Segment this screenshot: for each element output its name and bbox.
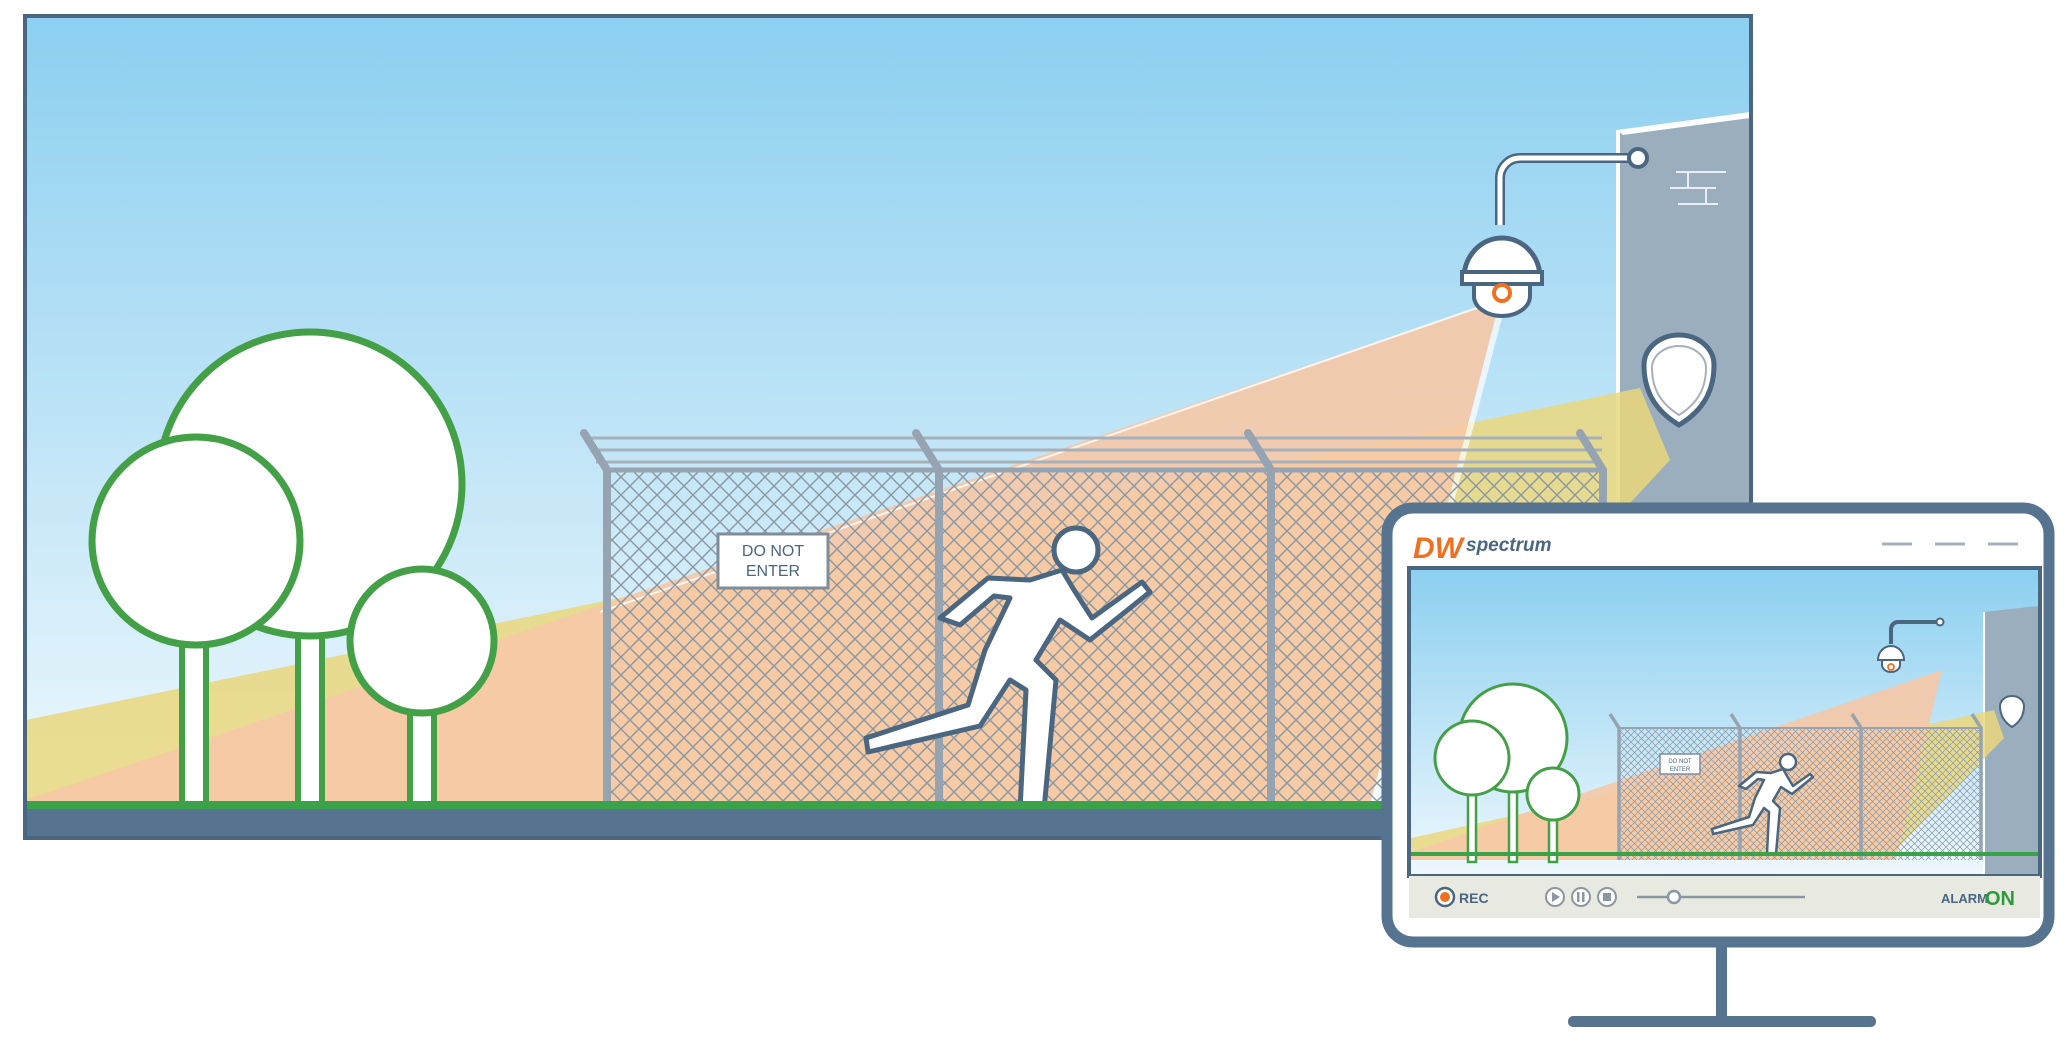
monitor-stand-base [1568,1016,1876,1027]
running-person-icon [863,525,1153,813]
pause-button[interactable] [1571,887,1591,907]
trees [88,328,498,813]
monitor-header: DW spectrum [1413,532,2018,565]
preview-sign-line-1: DO NOT [1668,759,1692,765]
rec-label: REC [1459,890,1489,906]
sign-line-1: DO NOT [742,543,804,560]
alarm-label: ALARM [1941,891,1988,906]
brand-name: spectrum [1466,535,1552,556]
do-not-enter-sign: DO NOT ENTER [716,532,830,590]
sign-line-2: ENTER [746,563,800,580]
monitor-stand-pole [1716,945,1727,1025]
alarm-state: ON [1985,888,2015,910]
record-button[interactable]: REC [1434,886,1489,908]
play-button[interactable] [1545,887,1565,907]
slider-thumb[interactable] [1666,889,1682,905]
stop-button[interactable] [1597,887,1617,907]
brand-logo-mark: DW [1413,532,1466,565]
grass-line [26,801,1750,809]
main-frame [23,14,1753,840]
ptz-dome-camera-icon [1460,147,1649,318]
monitor: DW spectrum DO NOT [1381,502,2055,1027]
timeline-slider[interactable] [1637,889,1805,905]
motion-sensor-icon [1641,332,1717,428]
control-bar: REC ALARM ON [1409,876,2040,918]
video-preview[interactable]: DO NOT ENTER [1411,570,2038,874]
pause-icon [1571,887,1591,907]
preview-sign-line-2: ENTER [1670,767,1691,773]
